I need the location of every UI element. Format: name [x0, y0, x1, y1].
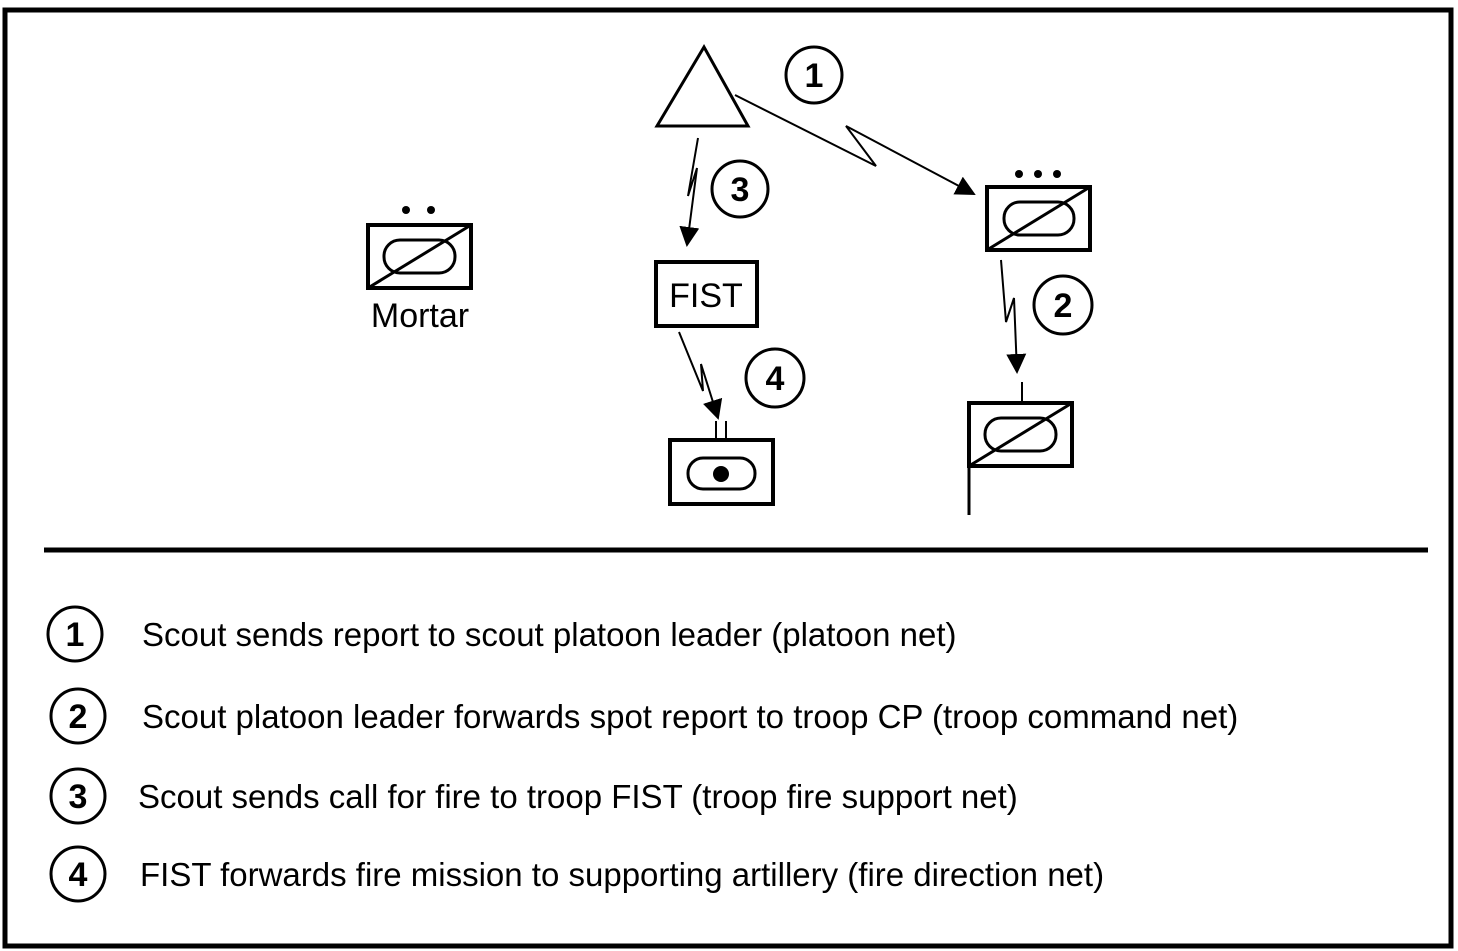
platoon-echelon-dot — [1034, 170, 1042, 178]
step-marker-1: 1 — [784, 45, 844, 105]
mortar-cav-slash-icon — [367, 223, 472, 290]
svg-text:1: 1 — [66, 616, 85, 654]
mortar-armor-oval-icon — [382, 238, 457, 275]
mortar-label: Mortar — [371, 297, 469, 335]
comm-arrow-4 — [678, 331, 723, 420]
platoon-unit-icon — [985, 185, 1092, 252]
scout-node — [654, 43, 751, 128]
legend-number-circle — [49, 845, 107, 903]
legend-text: Scout platoon leader forwards spot repor… — [142, 698, 1238, 735]
legend-item: 1 Scout sends report to scout platoon le… — [46, 605, 957, 663]
mortar-node: Mortar — [366, 206, 473, 335]
svg-text:4: 4 — [766, 360, 785, 398]
legend-item: 3 Scout sends call for fire to troop FIS… — [49, 767, 1018, 825]
legend-text: FIST forwards fire mission to supporting… — [140, 856, 1104, 893]
artillery-node — [668, 421, 775, 506]
platoon-armor-oval-icon — [1002, 200, 1076, 237]
legend-number-circle — [49, 687, 107, 745]
legend-text: Scout sends report to scout platoon lead… — [142, 616, 957, 653]
platoon-cav-slash-icon — [986, 185, 1091, 252]
svg-text:3: 3 — [69, 778, 88, 816]
artillery-fire-dot-icon — [713, 466, 729, 482]
scout-triangle-icon — [654, 43, 751, 128]
fist-label: FIST — [669, 277, 743, 315]
svg-text:2: 2 — [1054, 287, 1073, 325]
svg-text:4: 4 — [69, 856, 88, 894]
step-marker-2: 2 — [1032, 274, 1094, 336]
legend-item: 2 Scout platoon leader forwards spot rep… — [49, 687, 1238, 745]
legend-text: Scout sends call for fire to troop FIST … — [138, 778, 1018, 815]
scout-platoon-leader-node — [985, 170, 1092, 252]
step-marker-4: 4 — [744, 347, 806, 409]
fist-node: FIST — [654, 260, 759, 328]
artillery-armor-oval-icon — [686, 456, 757, 491]
step-marker-3: 3 — [710, 159, 770, 219]
platoon-echelon-dot — [1015, 170, 1023, 178]
platoon-echelon-dot — [1053, 170, 1061, 178]
legend-number-circle — [49, 767, 107, 825]
comm-arrow-1 — [734, 94, 976, 195]
mortar-echelon-dot — [402, 206, 410, 214]
outer-border — [2, 7, 1454, 949]
mortar-unit-icon — [366, 223, 473, 290]
svg-text:3: 3 — [731, 171, 750, 209]
legend-item: 4 FIST forwards fire mission to supporti… — [49, 845, 1104, 903]
troop-cp-node — [967, 382, 1074, 515]
legend-number-circle — [46, 605, 104, 663]
artillery-unit-icon — [668, 438, 775, 506]
svg-text:2: 2 — [69, 698, 88, 736]
fist-box — [654, 260, 759, 328]
troop-cp-armor-oval-icon — [983, 416, 1058, 453]
troop-cp-cav-slash-icon — [968, 401, 1073, 468]
svg-text:1: 1 — [805, 57, 824, 95]
comm-arrow-2 — [1000, 259, 1027, 374]
legend: 1 Scout sends report to scout platoon le… — [46, 605, 1238, 903]
mortar-echelon-dot — [427, 206, 435, 214]
comm-arrow-3 — [679, 137, 700, 247]
